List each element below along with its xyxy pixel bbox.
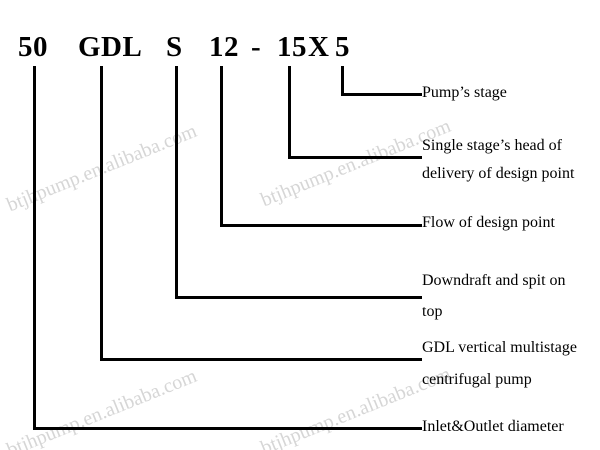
- code-stage: 5: [335, 31, 350, 63]
- label-suction-line2: top: [422, 303, 443, 320]
- label-head-line1: Single stage’s head of: [422, 137, 562, 154]
- diameter-connector-vertical: [33, 66, 36, 430]
- label-type-line2: centrifugal pump: [422, 371, 532, 388]
- code-type: GDL: [78, 31, 143, 63]
- code-suction: S: [166, 31, 183, 63]
- code-head: 15: [277, 31, 307, 63]
- flow-connector-horizontal: [220, 224, 422, 227]
- label-head-line2: delivery of design point: [422, 165, 575, 182]
- suction-connector-horizontal: [175, 296, 422, 299]
- head-connector-horizontal: [288, 156, 422, 159]
- label-pump-stage: Pump’s stage: [422, 84, 507, 101]
- diameter-connector-horizontal: [33, 427, 422, 430]
- head-connector-vertical: [288, 66, 291, 159]
- label-diameter: Inlet&Outlet diameter: [422, 418, 564, 435]
- label-flow: Flow of design point: [422, 214, 555, 231]
- code-dash: -: [251, 31, 262, 63]
- suction-connector-vertical: [175, 66, 178, 299]
- code-diameter: 50: [18, 31, 48, 63]
- stage-connector-horizontal: [341, 93, 422, 96]
- stage-connector-vertical: [341, 66, 344, 96]
- flow-connector-vertical: [220, 66, 223, 227]
- type-connector-vertical: [100, 66, 103, 361]
- label-type-line1: GDL vertical multistage: [422, 339, 577, 356]
- code-flow: 12: [209, 31, 239, 63]
- label-suction-line1: Downdraft and spit on: [422, 272, 566, 289]
- code-times: X: [308, 31, 330, 63]
- type-connector-horizontal: [100, 358, 422, 361]
